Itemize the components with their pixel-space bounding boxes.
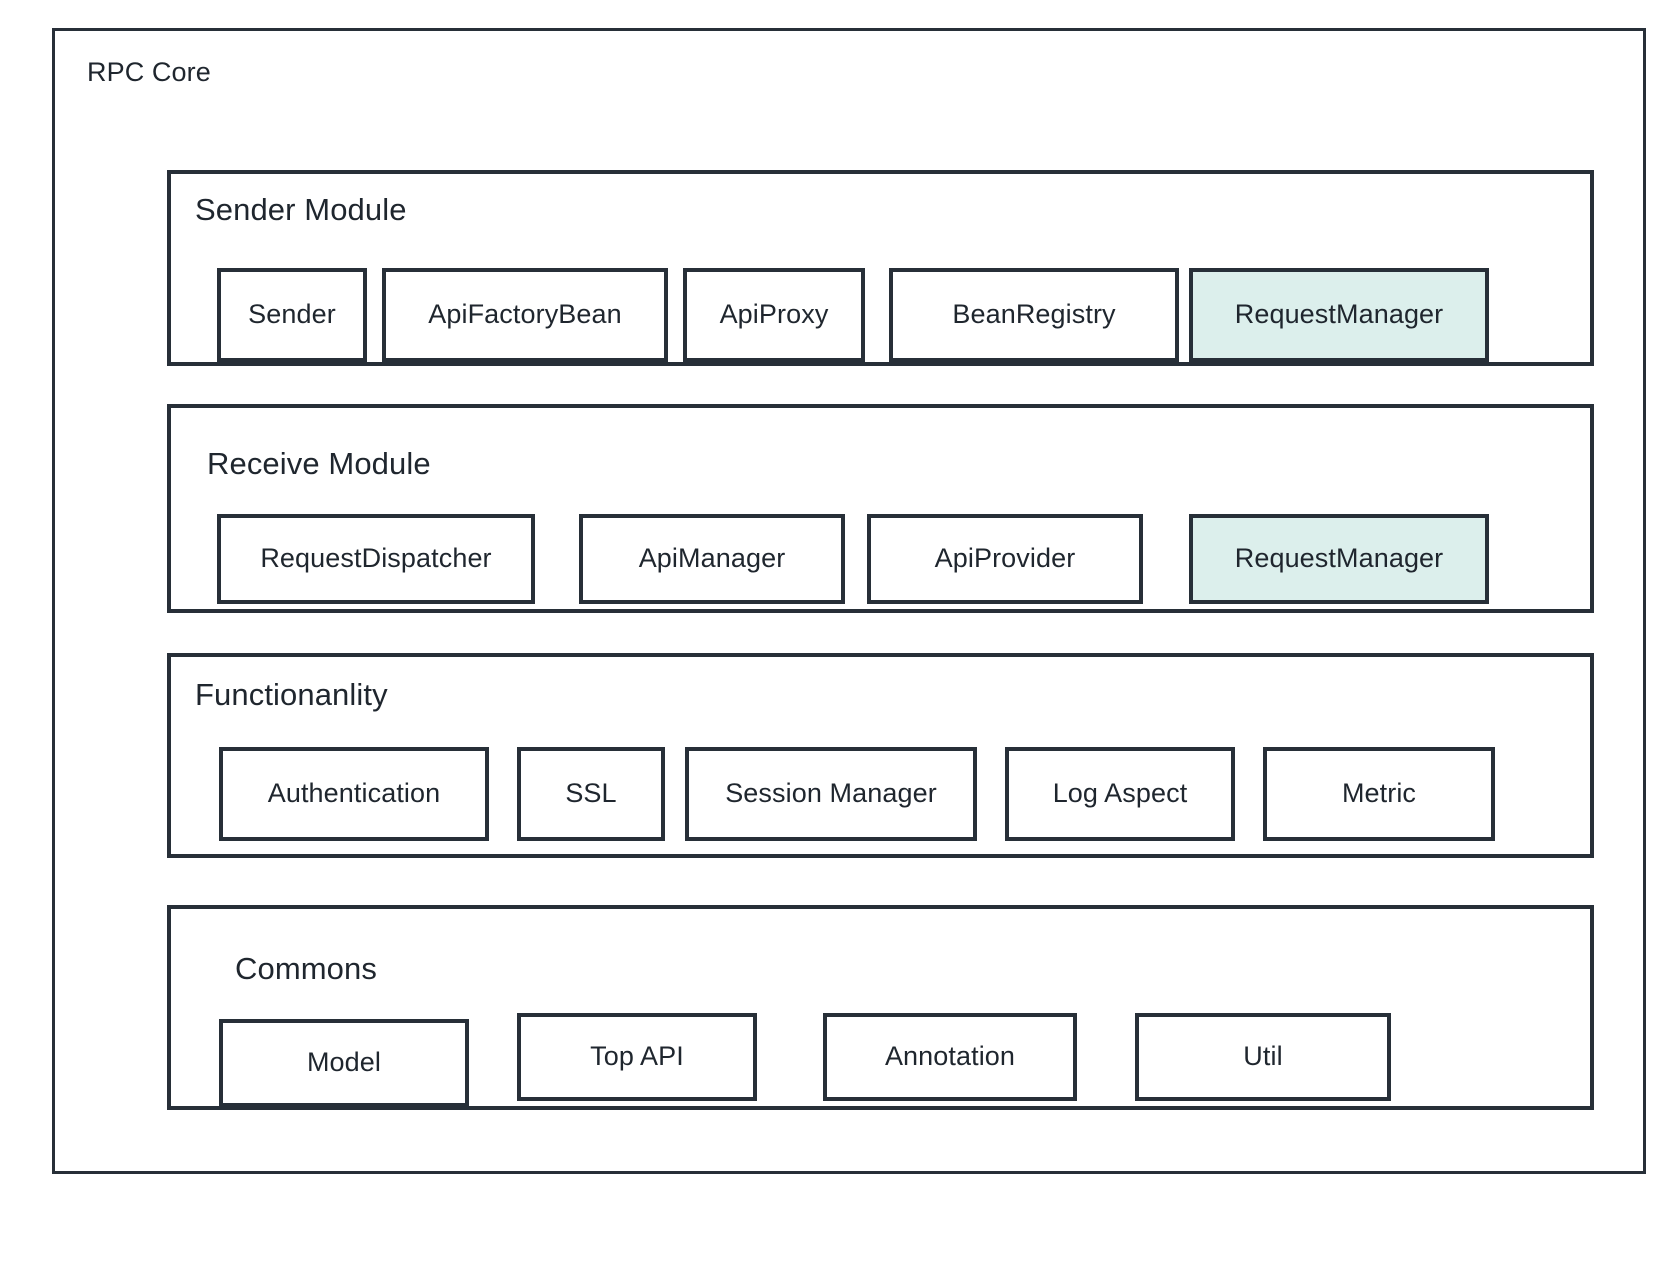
module-commons: Commons Model Top API Annotation Util	[167, 905, 1594, 1110]
rpc-core-title: RPC Core	[87, 57, 211, 87]
component-apifactorybean[interactable]: ApiFactoryBean	[382, 268, 668, 362]
rpc-core-container: RPC Core Sender Module Sender ApiFactory…	[52, 28, 1646, 1174]
module-sender-module: Sender Module Sender ApiFactoryBean ApiP…	[167, 170, 1594, 366]
component-beanregistry[interactable]: BeanRegistry	[889, 268, 1179, 362]
component-apimanager[interactable]: ApiManager	[579, 514, 845, 604]
component-metric[interactable]: Metric	[1263, 747, 1495, 841]
component-ssl[interactable]: SSL	[517, 747, 665, 841]
component-session-manager[interactable]: Session Manager	[685, 747, 977, 841]
component-top-api[interactable]: Top API	[517, 1013, 757, 1101]
component-model[interactable]: Model	[219, 1019, 469, 1107]
component-util[interactable]: Util	[1135, 1013, 1391, 1101]
module-title-commons: Commons	[235, 951, 377, 986]
component-annotation[interactable]: Annotation	[823, 1013, 1077, 1101]
module-functionanlity: Functionanlity Authentication SSL Sessio…	[167, 653, 1594, 858]
component-log-aspect[interactable]: Log Aspect	[1005, 747, 1235, 841]
component-requestdispatcher[interactable]: RequestDispatcher	[217, 514, 535, 604]
module-title-functionanlity: Functionanlity	[195, 677, 388, 712]
module-title-sender-module: Sender Module	[195, 192, 407, 227]
component-sender[interactable]: Sender	[217, 268, 367, 362]
component-apiproxy[interactable]: ApiProxy	[683, 268, 865, 362]
component-apiprovider[interactable]: ApiProvider	[867, 514, 1143, 604]
component-requestmanager-sender[interactable]: RequestManager	[1189, 268, 1489, 362]
component-requestmanager-receive[interactable]: RequestManager	[1189, 514, 1489, 604]
module-title-receive-module: Receive Module	[207, 446, 431, 481]
component-authentication[interactable]: Authentication	[219, 747, 489, 841]
module-receive-module: Receive Module RequestDispatcher ApiMana…	[167, 404, 1594, 613]
